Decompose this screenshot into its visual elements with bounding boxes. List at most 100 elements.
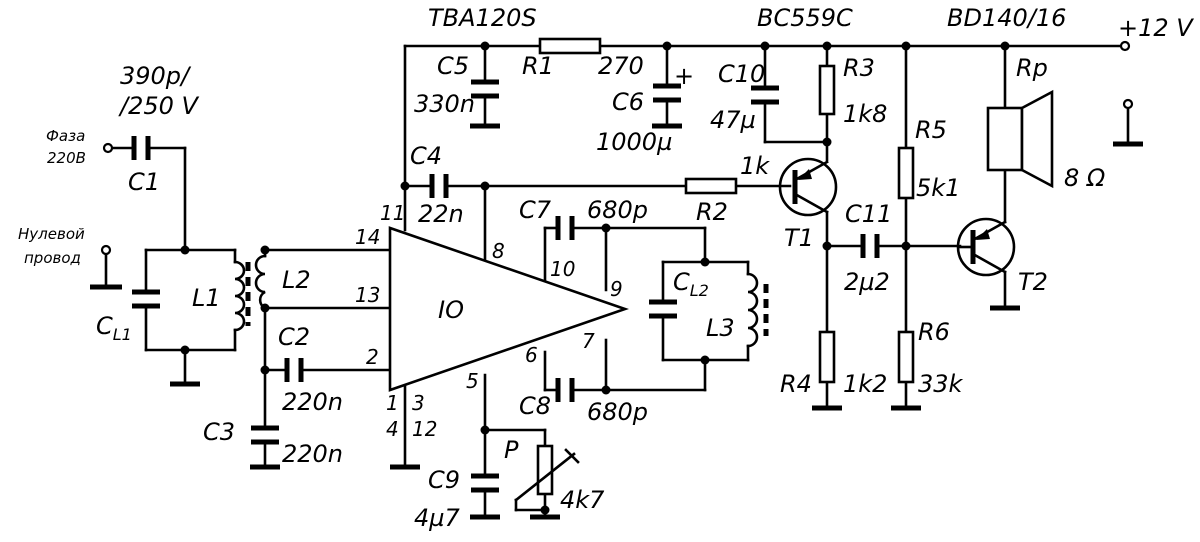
c2-ref-label: C2 [278, 323, 310, 351]
cl1-ref-label: CL1 [96, 312, 132, 344]
neutral-terminal [100, 244, 112, 256]
r1-ref-label: R1 [522, 52, 554, 80]
l3-ref-label: L3 [706, 314, 735, 342]
c7-capacitor [555, 216, 575, 240]
ic-pin-10: 10 [550, 257, 575, 281]
c8-capacitor [555, 378, 575, 402]
c5-value-label: 330n [414, 90, 475, 118]
t1-transistor [778, 157, 838, 217]
r3-resistor [818, 64, 836, 116]
ic-pin-6: 6 [525, 343, 538, 367]
ic-pin-7: 7 [582, 329, 595, 353]
c1-value-line1: 390p/ [120, 62, 192, 90]
l2-inductor [254, 254, 267, 310]
c5-ref-label: C5 [437, 52, 469, 80]
speaker-ref-label: Rp [1016, 54, 1048, 82]
wires [104, 44, 1130, 517]
c6-polarity-label: + [674, 62, 694, 90]
l2-ref-label: L2 [282, 266, 311, 294]
ic-pin-9: 9 [610, 277, 623, 301]
r4-resistor [818, 330, 836, 384]
phase-label-2: 220В [47, 149, 86, 167]
r6-resistor [897, 330, 915, 384]
r3-value-label: 1k8 [843, 100, 887, 128]
c11-ref-label: C11 [845, 200, 892, 228]
l1-inductor [233, 260, 246, 332]
c7-value-label: 680p [587, 196, 648, 224]
r5-resistor [897, 146, 915, 200]
c2-capacitor [284, 358, 304, 382]
labels: TBA120S BC559C BD140/16 +12 V 390p/ /250… [18, 4, 1194, 532]
r4-ref-label: R4 [780, 370, 812, 398]
ic-pin-13: 13 [355, 283, 380, 307]
r1-value-label: 270 [598, 52, 644, 80]
c3-capacitor [251, 425, 279, 445]
c6-capacitor [653, 83, 681, 103]
cl2-capacitor [649, 299, 677, 319]
c11-value-label: 2µ2 [844, 268, 890, 296]
r3-ref-label: R3 [843, 54, 875, 82]
c4-capacitor [429, 174, 449, 198]
ic-type-label: TBA120S [428, 4, 537, 32]
c3-ref-label: C3 [203, 418, 235, 446]
r2-ref-label: R2 [696, 198, 728, 226]
cl1-capacitor [132, 289, 160, 309]
c6-ref-label: C6 [612, 88, 644, 116]
neutral-label-2: провод [24, 249, 81, 267]
speaker [986, 89, 1054, 189]
supply-terminal [1119, 40, 1131, 52]
t2-ref-label: T2 [1018, 268, 1048, 296]
r2-resistor [684, 177, 738, 195]
c5-capacitor [471, 79, 499, 99]
ic-pin-8: 8 [492, 239, 505, 263]
p-potentiometer [514, 444, 580, 502]
junction-dots [180, 41, 1010, 515]
p-value-label: 4k7 [560, 486, 605, 514]
capacitors [131, 79, 880, 493]
r2-value-label: 1k [740, 152, 770, 180]
t1-ref-label: T1 [784, 224, 814, 252]
r4-value-label: 1k2 [843, 370, 887, 398]
l3-inductor [746, 272, 759, 348]
c9-capacitor [471, 473, 499, 493]
c2-value-label: 220n [282, 388, 343, 416]
cl2-ref-label: CL2 [673, 268, 709, 300]
ic-pin-1: 1 [386, 391, 399, 415]
phase-terminal [102, 142, 114, 154]
ic-pin-11: 11 [380, 201, 405, 225]
c4-value-label: 22n [418, 200, 464, 228]
c6-value-label: 1000µ [596, 128, 672, 156]
ic-pin-2: 2 [366, 345, 379, 369]
ic-name-label: IO [438, 296, 464, 324]
inductors [233, 254, 769, 348]
neutral-label-1: Нулевой [18, 225, 85, 243]
c8-value-label: 680p [587, 398, 648, 426]
supply-label: +12 V [1118, 14, 1194, 42]
r6-value-label: 33k [918, 370, 964, 398]
ground-terminal [1122, 98, 1134, 110]
c1-ref-label: C1 [128, 168, 160, 196]
ground-symbols [90, 123, 1143, 520]
ic-pin-3: 3 [412, 391, 425, 415]
c10-value-label: 47µ [710, 106, 756, 134]
phase-label-1: Фаза [46, 127, 85, 145]
c7-ref-label: C7 [519, 196, 552, 224]
c4-ref-label: C4 [410, 142, 442, 170]
t2-transistor [956, 217, 1016, 277]
p-ref-label: P [504, 436, 519, 464]
c1-capacitor [131, 136, 151, 160]
r6-ref-label: R6 [918, 318, 950, 346]
c1-value-line2: /250 V [118, 92, 200, 120]
l1-ref-label: L1 [192, 284, 221, 312]
c10-ref-label: C10 [718, 60, 765, 88]
resistors [514, 37, 915, 502]
ic-pin-14: 14 [355, 225, 380, 249]
c11-capacitor [860, 234, 880, 258]
c9-value-label: 4µ7 [414, 504, 461, 532]
t2-type-label: BD140/16 [947, 4, 1066, 32]
t1-type-label: BC559C [757, 4, 853, 32]
ic-pin-5: 5 [466, 369, 479, 393]
speaker-value-label: 8 Ω [1064, 164, 1106, 192]
ic-pin-4: 4 [386, 417, 399, 441]
